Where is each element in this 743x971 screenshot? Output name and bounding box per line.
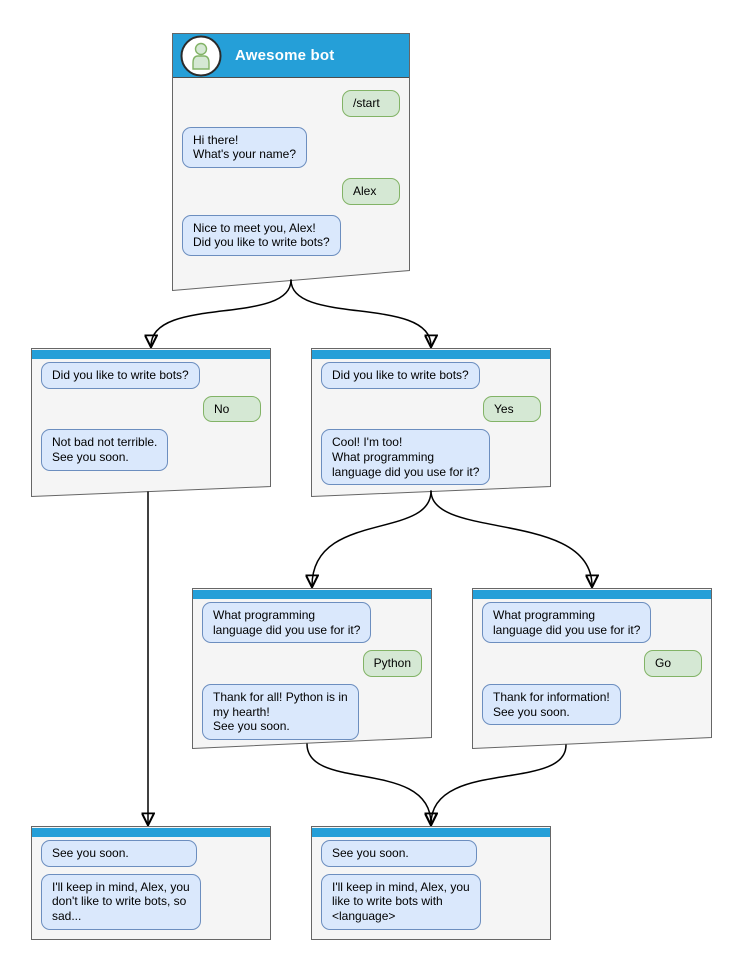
- chat-window-go: What programming language did you use fo…: [472, 588, 712, 749]
- bot-message-bubble: I'll keep in mind, Alex, you like to wri…: [321, 873, 481, 930]
- message-list: See you soon. I'll keep in mind, Alex, yo…: [312, 837, 550, 930]
- window-titlebar: [473, 590, 711, 599]
- bot-message-bubble: Not bad not terrible. See you soon.: [41, 429, 169, 471]
- bot-message-bubble: I'll keep in mind, Alex, you don't like …: [41, 873, 201, 930]
- message-list: What programming language did you use fo…: [473, 599, 711, 726]
- message-list: What programming language did you use fo…: [193, 599, 431, 740]
- user-message-bubble: /start: [342, 90, 400, 117]
- window-titlebar: Awesome bot: [173, 34, 409, 78]
- bot-message-bubble: What programming language did you use fo…: [202, 602, 372, 644]
- message-list: See you soon. I'll keep in mind, Alex, yo…: [32, 837, 270, 930]
- user-message-bubble: Yes: [483, 395, 541, 423]
- connector-go-to-end: [431, 744, 567, 824]
- user-message-bubble: No: [203, 395, 261, 423]
- window-titlebar: [312, 350, 550, 359]
- chat-window-python: What programming language did you use fo…: [192, 588, 432, 749]
- bot-message-bubble: Thank for information! See you soon.: [482, 683, 621, 726]
- window-titlebar: [32, 350, 270, 359]
- chat-window-end-yes: See you soon. I'll keep in mind, Alex, yo…: [311, 826, 551, 940]
- bot-message-bubble: Hi there! What's your name?: [182, 126, 308, 168]
- bot-avatar-icon: [180, 35, 222, 76]
- connector-yes-to-python: [312, 490, 432, 586]
- user-message-bubble: Python: [362, 650, 422, 677]
- chat-window-end-no: See you soon. I'll keep in mind, Alex, yo…: [31, 826, 271, 940]
- window-titlebar: [312, 828, 550, 837]
- bot-message-bubble: What programming language did you use fo…: [482, 602, 652, 644]
- window-titlebar: [193, 590, 431, 599]
- connector-python-to-end: [306, 743, 431, 824]
- user-message-bubble: Alex: [342, 177, 400, 205]
- bot-message-bubble: Cool! I'm too! What programming language…: [321, 429, 491, 486]
- bot-message-bubble: Thank for all! Python is in my hearth! S…: [202, 683, 359, 740]
- bot-message-bubble: Did you like to write bots?: [41, 362, 200, 389]
- bot-message-bubble: See you soon.: [41, 840, 197, 867]
- user-message-bubble: Go: [644, 650, 702, 677]
- window-title: Awesome bot: [235, 47, 335, 64]
- connector-yes-to-go: [430, 490, 592, 586]
- bot-message-bubble: See you soon.: [321, 840, 477, 867]
- bot-message-bubble: Nice to meet you, Alex! Did you like to …: [182, 214, 341, 256]
- window-titlebar: [32, 828, 270, 837]
- bot-message-bubble: Did you like to write bots?: [321, 362, 480, 389]
- chat-window-start: Awesome bot /start Hi there! What's your …: [172, 33, 410, 291]
